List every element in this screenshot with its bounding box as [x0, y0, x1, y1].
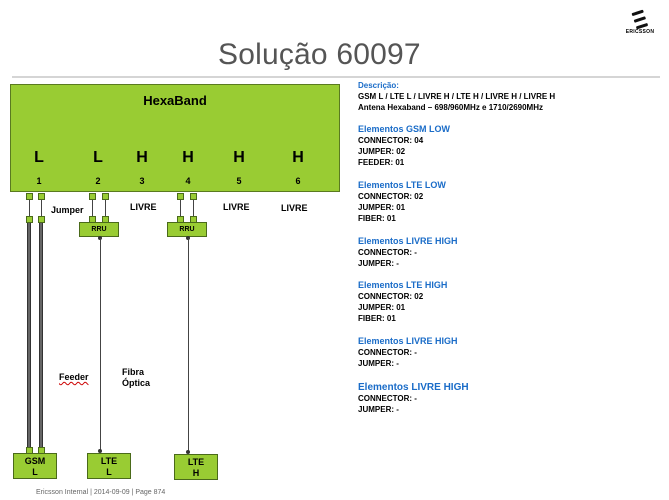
section-line: CONNECTOR: 02 [358, 292, 424, 301]
band-label-1: L [34, 149, 44, 166]
connector [26, 193, 33, 200]
fiber-line [100, 238, 101, 450]
fiber-endpoint [98, 449, 102, 453]
jumper-line [105, 200, 106, 216]
port-number-2: 2 [95, 176, 101, 186]
rru-box: RRU [79, 222, 119, 237]
feeder-cable [27, 223, 31, 448]
band-label-2: L [93, 149, 103, 166]
description-line: Antena Hexaband – 698/960MHz e 1710/2690… [358, 103, 543, 112]
connector [177, 216, 184, 223]
jumper-line [41, 200, 42, 216]
port-number-4: 4 [185, 176, 191, 186]
section-line: JUMPER: 02 [358, 147, 406, 156]
connector [26, 216, 33, 223]
jumper-label: Jumper [51, 205, 84, 215]
livre-label-3: LIVRE [130, 202, 157, 212]
section-line: CONNECTOR: - [358, 348, 417, 357]
connector [102, 193, 109, 200]
port-number-1: 1 [36, 176, 42, 186]
band-label-6: H [292, 149, 304, 166]
hexaband-unit: HexaBand L L H H H H 1 2 3 4 5 6 [10, 84, 340, 192]
antenna-lte-h: LTE H [174, 454, 218, 480]
jumper-line [92, 200, 93, 216]
antenna-lte-l: LTE L [87, 453, 131, 479]
section-line: FIBER: 01 [358, 314, 396, 323]
connector [102, 216, 109, 223]
elements-panel: Descrição: GSM L / LTE L / LIVRE H / LTE… [358, 81, 663, 415]
connector [177, 193, 184, 200]
band-label-3: H [136, 149, 148, 166]
fiber-endpoint [186, 450, 190, 454]
antenna-label-line2: L [106, 467, 112, 477]
section-line: JUMPER: - [358, 405, 399, 414]
livre-label-5: LIVRE [223, 202, 250, 212]
connector [38, 216, 45, 223]
section-line: CONNECTOR: 04 [358, 136, 424, 145]
rru-box: RRU [167, 222, 207, 237]
description-heading: Descrição: [358, 81, 399, 90]
livre-label-6: LIVRE [281, 203, 308, 213]
antenna-label-line2: H [192, 468, 200, 478]
connector [38, 193, 45, 200]
section-line: FEEDER: 01 [358, 158, 405, 167]
fiber-label-2: Óptica [122, 378, 151, 388]
connector [89, 193, 96, 200]
section-line: JUMPER: - [358, 359, 399, 368]
section-heading: Elementos LIVRE HIGH [358, 336, 458, 346]
antenna-label-line1: LTE [100, 456, 118, 466]
port-number-6: 6 [295, 176, 301, 186]
port-number-3: 3 [139, 176, 145, 186]
section-line: JUMPER: - [358, 259, 399, 268]
page-title: Solução 60097 [218, 38, 421, 71]
description-line: GSM L / LTE L / LIVRE H / LTE H / LIVRE … [358, 92, 556, 101]
section-heading: Elementos LTE LOW [358, 180, 446, 190]
ericsson-logo-icon [631, 9, 648, 30]
section-line: JUMPER: 01 [358, 203, 406, 212]
logo-text: ERICSSON [625, 29, 655, 35]
jumper-line [29, 200, 30, 216]
band-label-4: H [182, 149, 194, 166]
connector [89, 216, 96, 223]
jumper-line [180, 200, 181, 216]
connector [190, 193, 197, 200]
antenna-gsm-l: GSM L [13, 453, 57, 479]
antenna-label-line2: L [32, 467, 38, 477]
section-heading: Elementos LIVRE HIGH [358, 236, 458, 246]
fiber-label: Fibra [122, 367, 145, 377]
section-heading: Elementos LTE HIGH [358, 280, 448, 290]
section-line: FIBER: 01 [358, 214, 396, 223]
section-line: CONNECTOR: - [358, 248, 417, 257]
footer-text: Ericsson Internal | 2014-09-09 | Page 87… [36, 489, 166, 496]
connector [190, 216, 197, 223]
antenna-label-line1: GSM [24, 456, 46, 466]
feeder-label: Feeder [59, 372, 89, 382]
fiber-line [188, 238, 189, 451]
section-line: CONNECTOR: - [358, 394, 417, 403]
title-divider [12, 76, 660, 78]
antenna-label-line1: LTE [187, 457, 205, 467]
band-label-5: H [233, 149, 245, 166]
section-line: CONNECTOR: 02 [358, 192, 424, 201]
section-heading: Elementos LIVRE HIGH [358, 382, 469, 393]
feeder-cable [39, 223, 43, 448]
port-number-5: 5 [236, 176, 242, 186]
jumper-line [193, 200, 194, 216]
section-line: JUMPER: 01 [358, 303, 406, 312]
unit-name: HexaBand [143, 93, 207, 108]
section-heading: Elementos GSM LOW [358, 124, 451, 134]
